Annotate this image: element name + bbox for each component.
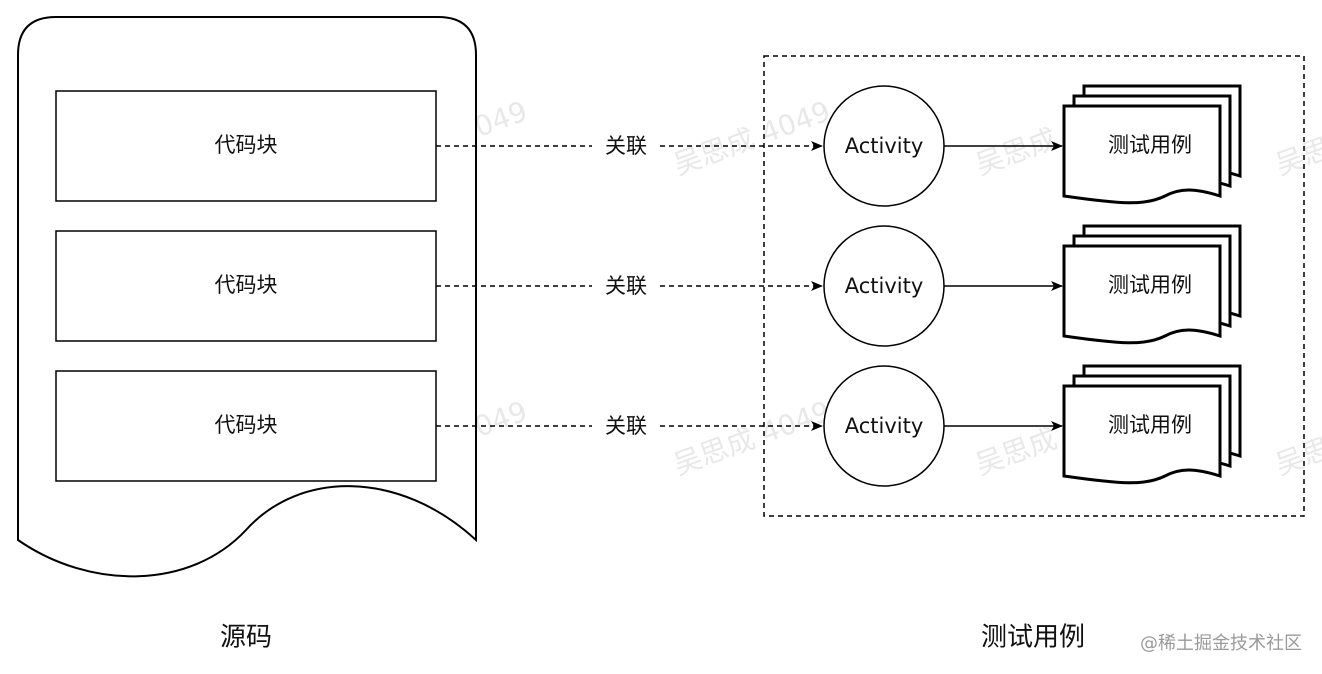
activity-node: Activity (823, 225, 945, 347)
code-block: 代码块 (55, 90, 437, 202)
test-case-label: 测试用例 (1108, 413, 1192, 437)
code-block-label: 代码块 (215, 413, 278, 437)
tests-caption: 测试用例 (981, 623, 1085, 653)
test-case-stack: 测试用例 (1062, 364, 1242, 485)
test-case-label: 测试用例 (1108, 273, 1192, 297)
watermark-text: 吴思成 4049 (669, 394, 835, 481)
code-block: 代码块 (55, 230, 437, 342)
code-block-label: 代码块 (215, 273, 278, 297)
relation-label: 关联 (605, 134, 647, 158)
activity-label: Activity (845, 134, 924, 158)
source-caption: 源码 (220, 623, 272, 653)
code-block: 代码块 (55, 370, 437, 482)
relation-connector: 关联 (436, 414, 823, 438)
relation-connector: 关联 (436, 134, 823, 158)
activity-node: Activity (823, 85, 945, 207)
test-case-label: 测试用例 (1108, 133, 1192, 157)
code-block-label: 代码块 (215, 133, 278, 157)
test-container (763, 55, 1305, 517)
activity-node: Activity (823, 365, 945, 487)
activity-label: Activity (845, 414, 924, 438)
relation-connector: 关联 (436, 274, 823, 298)
relation-label: 关联 (605, 414, 647, 438)
watermark-text: 吴思成 4049 (669, 94, 835, 181)
watermark-text: 吴思成 4049 (1271, 94, 1322, 181)
test-case-stack: 测试用例 (1062, 224, 1242, 345)
watermark-text: 吴思成 4049 (1271, 394, 1322, 481)
site-watermark: @稀土掘金技术社区 (1140, 633, 1302, 654)
test-case-stack: 测试用例 (1062, 84, 1242, 205)
relation-label: 关联 (605, 274, 647, 298)
activity-label: Activity (845, 274, 924, 298)
